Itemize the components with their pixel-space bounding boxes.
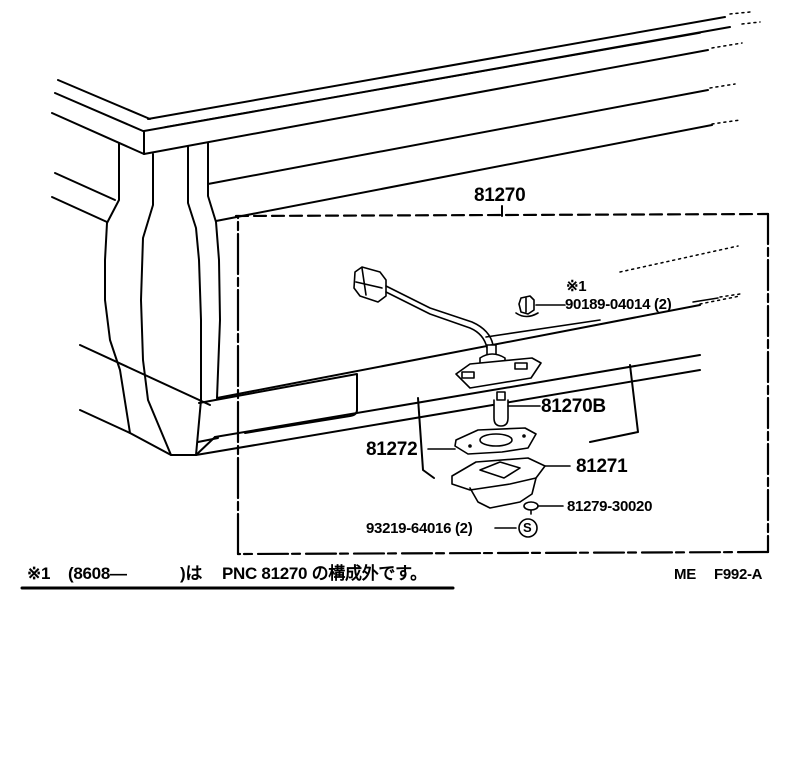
vehicle-body-outline xyxy=(51,11,761,479)
footnote-mark: ※1 xyxy=(27,564,51,583)
clip-part-number: 90189-04014 (2) xyxy=(565,296,672,313)
figure-prefix: ME xyxy=(674,566,696,583)
clip-note-mark: ※1 xyxy=(566,278,587,295)
bulb-part xyxy=(493,391,541,427)
lens-part xyxy=(451,457,571,509)
footnote-date-close: )は xyxy=(180,564,203,583)
assembly-81270-boundary xyxy=(234,205,770,556)
screw-part-number: 93219-64016 (2) xyxy=(366,520,473,537)
assembly-label: 81270 xyxy=(474,185,526,206)
clip-leader-tail xyxy=(692,297,719,303)
clip-part xyxy=(515,295,566,318)
footnote-date-open: (8608— xyxy=(68,564,127,583)
bulb-part-number: 81270B xyxy=(541,396,606,417)
screw-part xyxy=(494,518,538,538)
lamp-socket-harness xyxy=(353,266,542,389)
gasket-part-number: 81272 xyxy=(366,439,418,460)
screw-symbol: S xyxy=(523,520,532,535)
lens-part-number: 81271 xyxy=(576,456,628,477)
grommet-part xyxy=(523,501,564,515)
grommet-part-number: 81279-30020 xyxy=(567,498,653,515)
figure-code: F992-A xyxy=(714,566,763,583)
gasket-part xyxy=(427,427,537,455)
footnote-text: PNC 81270 の構成外です。 xyxy=(222,564,427,583)
